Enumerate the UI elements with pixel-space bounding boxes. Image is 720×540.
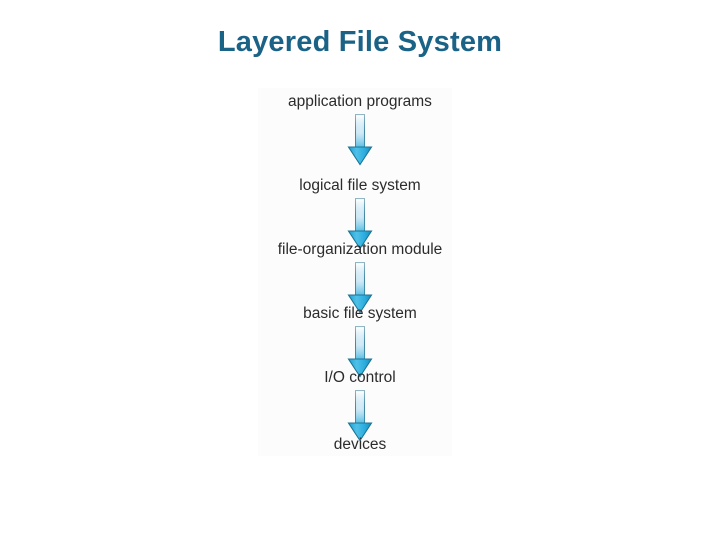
arrow-connector (0, 326, 720, 378)
layer-node-devices: devices (0, 436, 720, 454)
layer-node-basic-file-system: basic file system (0, 305, 720, 323)
down-arrow-icon (347, 114, 373, 166)
down-arrow-icon (347, 198, 373, 250)
layer-node-logical-file-system: logical file system (0, 177, 720, 195)
layer-node-file-organization-module: file-organization module (0, 241, 720, 259)
arrow-connector (0, 262, 720, 314)
layer-label: application programs (288, 93, 432, 110)
arrow-connector (0, 390, 720, 442)
layer-label: devices (333, 436, 387, 453)
layer-label: file-organization module (277, 241, 443, 258)
down-arrow-icon (347, 390, 373, 442)
down-arrow-icon (347, 326, 373, 378)
layer-node-io-control: I/O control (0, 369, 720, 387)
arrow-connector (0, 114, 720, 166)
page-title: Layered File System (217, 26, 503, 58)
layer-label: I/O control (324, 369, 396, 386)
arrow-connector (0, 198, 720, 250)
down-arrow-icon (347, 262, 373, 314)
layer-label: basic file system (303, 305, 417, 322)
layer-node-application-programs: application programs (0, 93, 720, 111)
layer-label: logical file system (299, 177, 421, 194)
